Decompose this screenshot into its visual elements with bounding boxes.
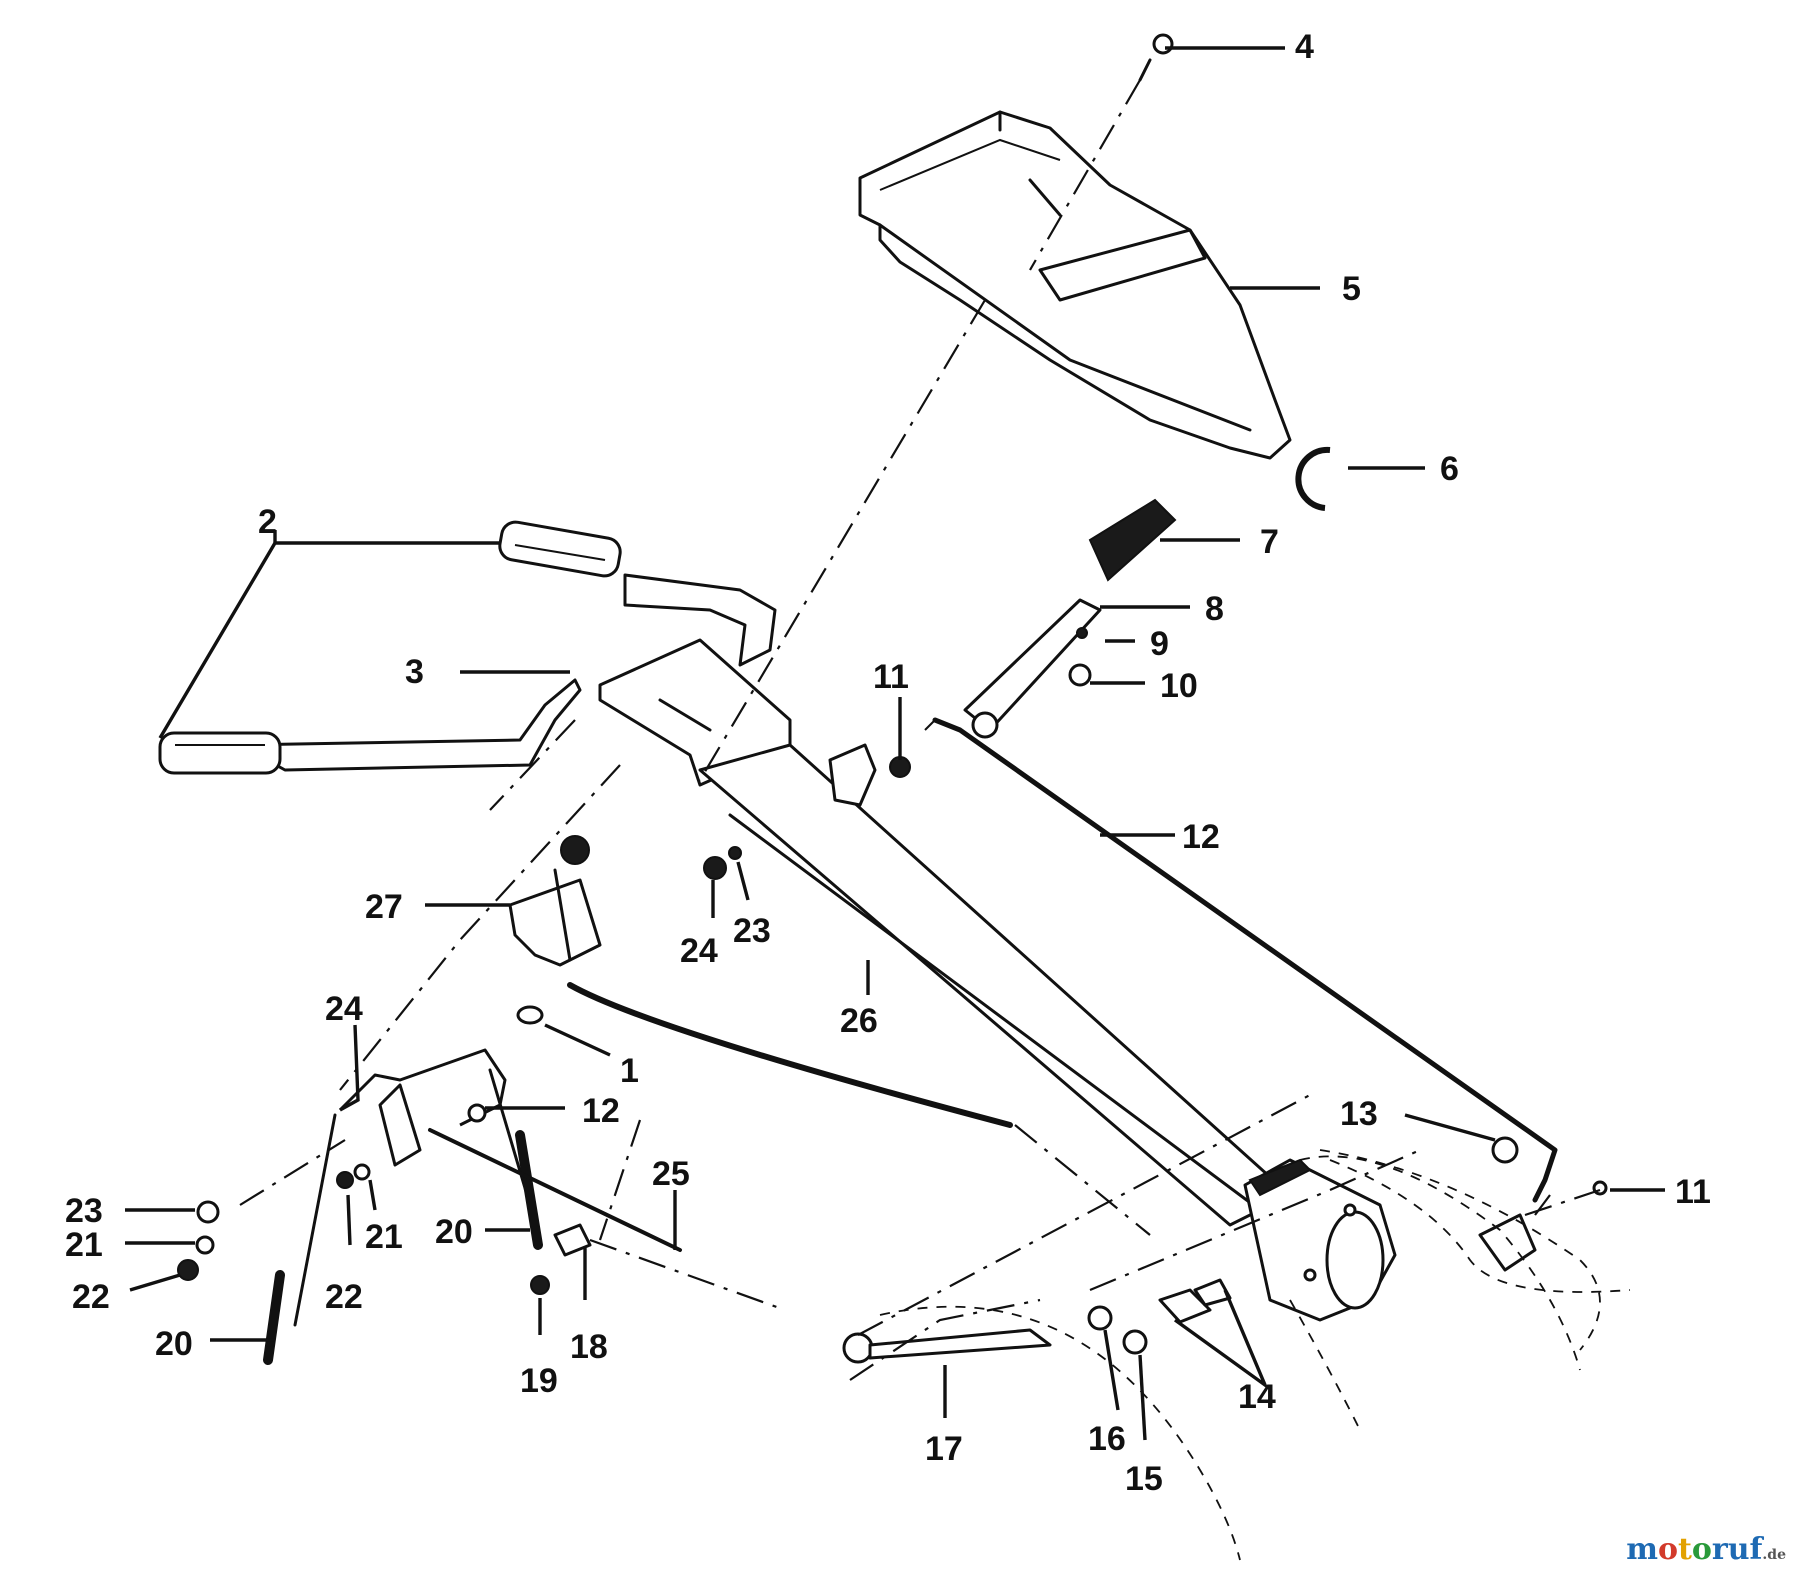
handlebar	[158, 520, 777, 775]
callout-22-left: 22	[72, 1278, 110, 1316]
callout-1: 1	[620, 1052, 639, 1090]
cable-end	[516, 1005, 544, 1025]
callout-14: 14	[1238, 1378, 1276, 1416]
callout-24-upper: 24	[680, 932, 718, 970]
callout-10: 10	[1160, 667, 1198, 705]
callout-16: 16	[1088, 1420, 1126, 1458]
shift-rod	[932, 717, 1558, 1203]
control-lever-assembly	[263, 1048, 543, 1365]
callout-19: 19	[520, 1362, 558, 1400]
callout-3: 3	[405, 653, 424, 691]
link-rod	[428, 1128, 682, 1252]
handle-tube	[698, 743, 1292, 1227]
callout-labels: 4 5 6 2 7 8 9 3 11 10 12 27 24 23 26 1 2…	[65, 28, 1711, 1498]
callout-21-mid: 21	[365, 1218, 403, 1256]
leader-lines	[125, 46, 1665, 1441]
alignment-lines	[239, 79, 1631, 1561]
grip-right	[498, 520, 622, 578]
callout-20-mid: 20	[435, 1213, 473, 1251]
screw-4	[1138, 33, 1174, 82]
mounting-plate	[1243, 1158, 1397, 1322]
callout-22-mid: 22	[325, 1278, 363, 1316]
callout-21-left: 21	[65, 1226, 103, 1264]
callout-23-left: 23	[65, 1192, 103, 1230]
callout-17: 17	[925, 1430, 963, 1468]
callout-8: 8	[1205, 590, 1224, 628]
callout-4: 4	[1295, 28, 1314, 66]
callout-23-upper: 23	[733, 912, 771, 950]
control-cable	[567, 982, 1013, 1128]
shift-lever	[963, 498, 1177, 739]
grip-left	[158, 731, 282, 775]
callout-7: 7	[1260, 523, 1279, 561]
cable-bracket	[508, 835, 602, 967]
site-watermark: motoruf.de	[1626, 1532, 1786, 1567]
clutch-lever	[842, 1328, 1052, 1364]
callout-12-rod: 12	[1182, 818, 1220, 856]
callout-5: 5	[1342, 270, 1361, 308]
callout-15: 15	[1125, 1460, 1163, 1498]
callout-11-right: 11	[1675, 1173, 1711, 1211]
callout-2: 2	[258, 503, 277, 541]
callout-6: 6	[1440, 450, 1459, 488]
callout-20-left: 20	[155, 1325, 193, 1363]
callout-24-lower: 24	[325, 990, 363, 1028]
callout-18: 18	[570, 1328, 608, 1366]
retaining-ring	[1295, 446, 1331, 511]
callout-13: 13	[1340, 1095, 1378, 1133]
callout-25: 25	[652, 1155, 690, 1193]
callout-27: 27	[365, 888, 403, 926]
cover-shroud	[858, 110, 1292, 460]
hardware	[177, 627, 1608, 1355]
callout-9: 9	[1150, 625, 1169, 663]
callout-12-lower: 12	[582, 1092, 620, 1130]
callout-11-top: 11	[873, 658, 909, 696]
callout-26: 26	[840, 1002, 878, 1040]
